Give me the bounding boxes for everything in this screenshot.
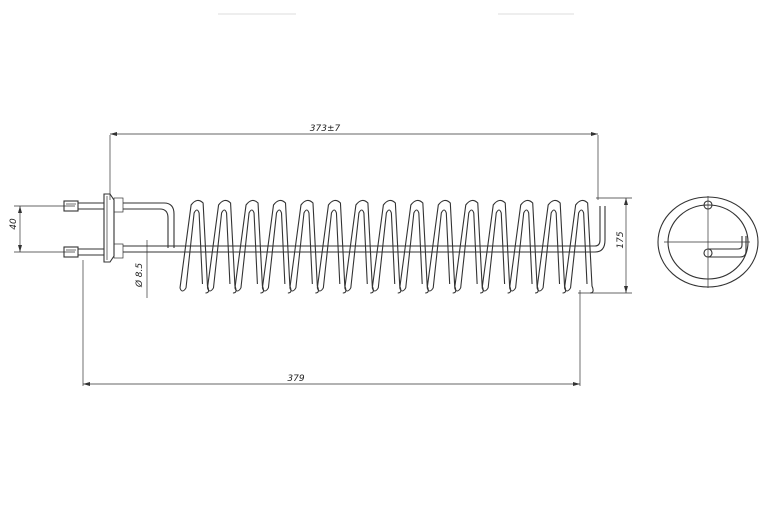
coil-turn bbox=[536, 199, 567, 294]
coil-turn bbox=[234, 199, 265, 294]
terminal-lower bbox=[63, 246, 104, 258]
coil-diameter-label: 175 bbox=[616, 231, 626, 248]
mounting-flange bbox=[103, 193, 124, 263]
coil-turn bbox=[316, 199, 347, 294]
terminal-spacing-dimension: 40 bbox=[9, 205, 75, 253]
overall-length-label: 373±7 bbox=[310, 124, 341, 134]
total-length-dimension: 379 bbox=[82, 260, 581, 386]
total-length-label: 379 bbox=[287, 374, 304, 384]
helical-coil bbox=[179, 199, 594, 294]
coil-turn bbox=[206, 199, 237, 294]
heating-element-side-view: 373±7 379 40 175 bbox=[9, 124, 632, 386]
coil-turn bbox=[399, 199, 429, 294]
coil-turn bbox=[371, 199, 402, 294]
coil-turn bbox=[344, 199, 374, 294]
terminal-upper bbox=[63, 200, 104, 212]
coil-turn bbox=[426, 199, 457, 294]
coil-turn bbox=[563, 199, 594, 294]
coil-turn bbox=[481, 199, 512, 294]
coil-turn bbox=[289, 199, 320, 294]
coil-turn bbox=[179, 199, 210, 294]
overall-length-dimension: 373±7 bbox=[109, 124, 599, 200]
tube-diameter-label: Ø 8.5 bbox=[134, 263, 145, 289]
coil-turn bbox=[509, 199, 539, 294]
coil-diameter-dimension: 175 bbox=[578, 197, 632, 294]
heating-element-end-view bbox=[657, 196, 759, 288]
coil-turn bbox=[454, 199, 484, 294]
coil-turn bbox=[261, 199, 292, 294]
terminal-spacing-label: 40 bbox=[9, 218, 19, 230]
end-view-terminal-upper bbox=[703, 200, 713, 210]
tube-straight-sections bbox=[123, 202, 606, 253]
tube-diameter-dimension: Ø 8.5 bbox=[134, 240, 148, 298]
